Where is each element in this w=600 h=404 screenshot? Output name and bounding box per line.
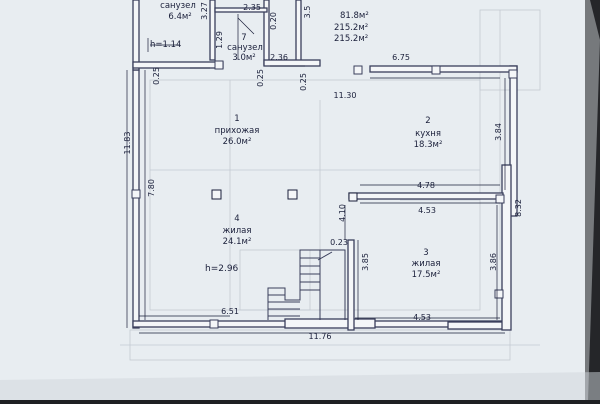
dim-11-30: 11.30 [334, 91, 357, 100]
height-labels: h=1.14 h=2.96 [150, 40, 239, 274]
room-label-living-3-area: 17.5м² [412, 270, 441, 280]
wall-left [132, 69, 140, 329]
dim-0-23: 0.23 [330, 238, 348, 247]
vertical-dimension-texts: 3.27 3.5 1.29 0.20 0.25 0.25 0.25 11.83 … [123, 2, 523, 271]
room-label-living-4-name: жилая [223, 226, 252, 236]
dimension-lines [126, 14, 506, 334]
room-labels: санузел 6.4м² 7 санузел 3.0м² 1 прихожая… [160, 1, 442, 280]
columns [211, 189, 358, 202]
dim-11-76: 11.76 [309, 332, 332, 341]
dim-3-5: 3.5 [303, 6, 312, 19]
wall-top-right [369, 65, 518, 73]
wall-bottom-segment [284, 318, 376, 329]
room-number-hall: 1 [234, 114, 239, 124]
dim-3-85: 3.85 [361, 253, 370, 271]
dim-2-35: 2.35 [243, 3, 261, 12]
dim-6-51: 6.51 [221, 307, 239, 316]
room-number-wc: 7 [241, 33, 246, 43]
dimension-texts: 2.35 2.36 6.75 11.30 4.78 4.53 6.51 11.7… [221, 3, 436, 341]
room-label-kitchen-name: кухня [415, 129, 441, 139]
wall-upper-left [132, 0, 140, 71]
total-area-3: 215.2м² [334, 34, 368, 44]
room-label-kitchen-area: 18.3м² [414, 140, 443, 150]
dim-2-36: 2.36 [270, 53, 288, 62]
total-area-1: 81.8м² [340, 11, 369, 21]
dim-4-10: 4.10 [338, 204, 347, 222]
room-number-living-4: 4 [234, 214, 239, 224]
dim-7-80: 7.80 [147, 179, 156, 197]
dim-0-25-wc: 0.25 [256, 69, 265, 87]
room-number-kitchen: 2 [425, 116, 430, 126]
paper-shadow [0, 372, 600, 400]
dim-3-27: 3.27 [200, 2, 209, 20]
wall-kitchen-bottom [348, 192, 504, 200]
dim-0-20: 0.20 [269, 12, 278, 30]
wall-bathroom-bottom [132, 61, 224, 69]
dim-3-84: 3.84 [494, 123, 503, 141]
room-label-bathroom-area: 6.4м² [168, 12, 191, 22]
room-label-living-3-name: жилая [412, 259, 441, 269]
dim-8-32: 8.32 [514, 199, 523, 217]
room-number-living-3: 3 [423, 248, 428, 258]
height-label-bathroom: h=1.14 [150, 40, 181, 50]
column-right [287, 189, 298, 200]
dim-6-75: 6.75 [392, 53, 410, 62]
room-label-wc-name: санузел [227, 43, 263, 53]
wall-wc-right [295, 0, 302, 66]
column-left [211, 189, 222, 200]
total-area-2: 215.2м² [334, 23, 368, 33]
dim-11-83: 11.83 [123, 132, 132, 155]
wall-bathroom-divider [209, 0, 216, 61]
room-label-living-4-area: 24.1м² [223, 237, 252, 247]
wall-living-divider [347, 239, 355, 331]
room-label-hall-name: прихожая [215, 126, 260, 136]
wall-inner-top [214, 7, 268, 13]
area-totals: 81.8м² 215.2м² 215.2м² [334, 11, 369, 44]
dim-3-86: 3.86 [489, 253, 498, 271]
height-label-living: h=2.96 [205, 264, 239, 274]
dim-1-29: 1.29 [215, 31, 224, 49]
dim-4-78: 4.78 [417, 181, 435, 190]
faint-underlay [120, 9, 541, 361]
column-kitchen [348, 192, 358, 202]
wall-bottom-right [447, 321, 504, 330]
dim-0-25-right: 0.25 [299, 73, 308, 91]
room-label-hall-area: 26.0м² [223, 137, 252, 147]
room-label-bathroom-name: санузел [160, 1, 196, 11]
wall-right-lower [501, 164, 512, 331]
room-label-wc-area: 3.0м² [232, 53, 255, 63]
dim-0-25-left: 0.25 [152, 67, 161, 85]
dim-4-53-bottom: 4.53 [413, 313, 431, 322]
dim-4-53-kitchen: 4.53 [418, 206, 436, 215]
staircase [267, 249, 346, 320]
